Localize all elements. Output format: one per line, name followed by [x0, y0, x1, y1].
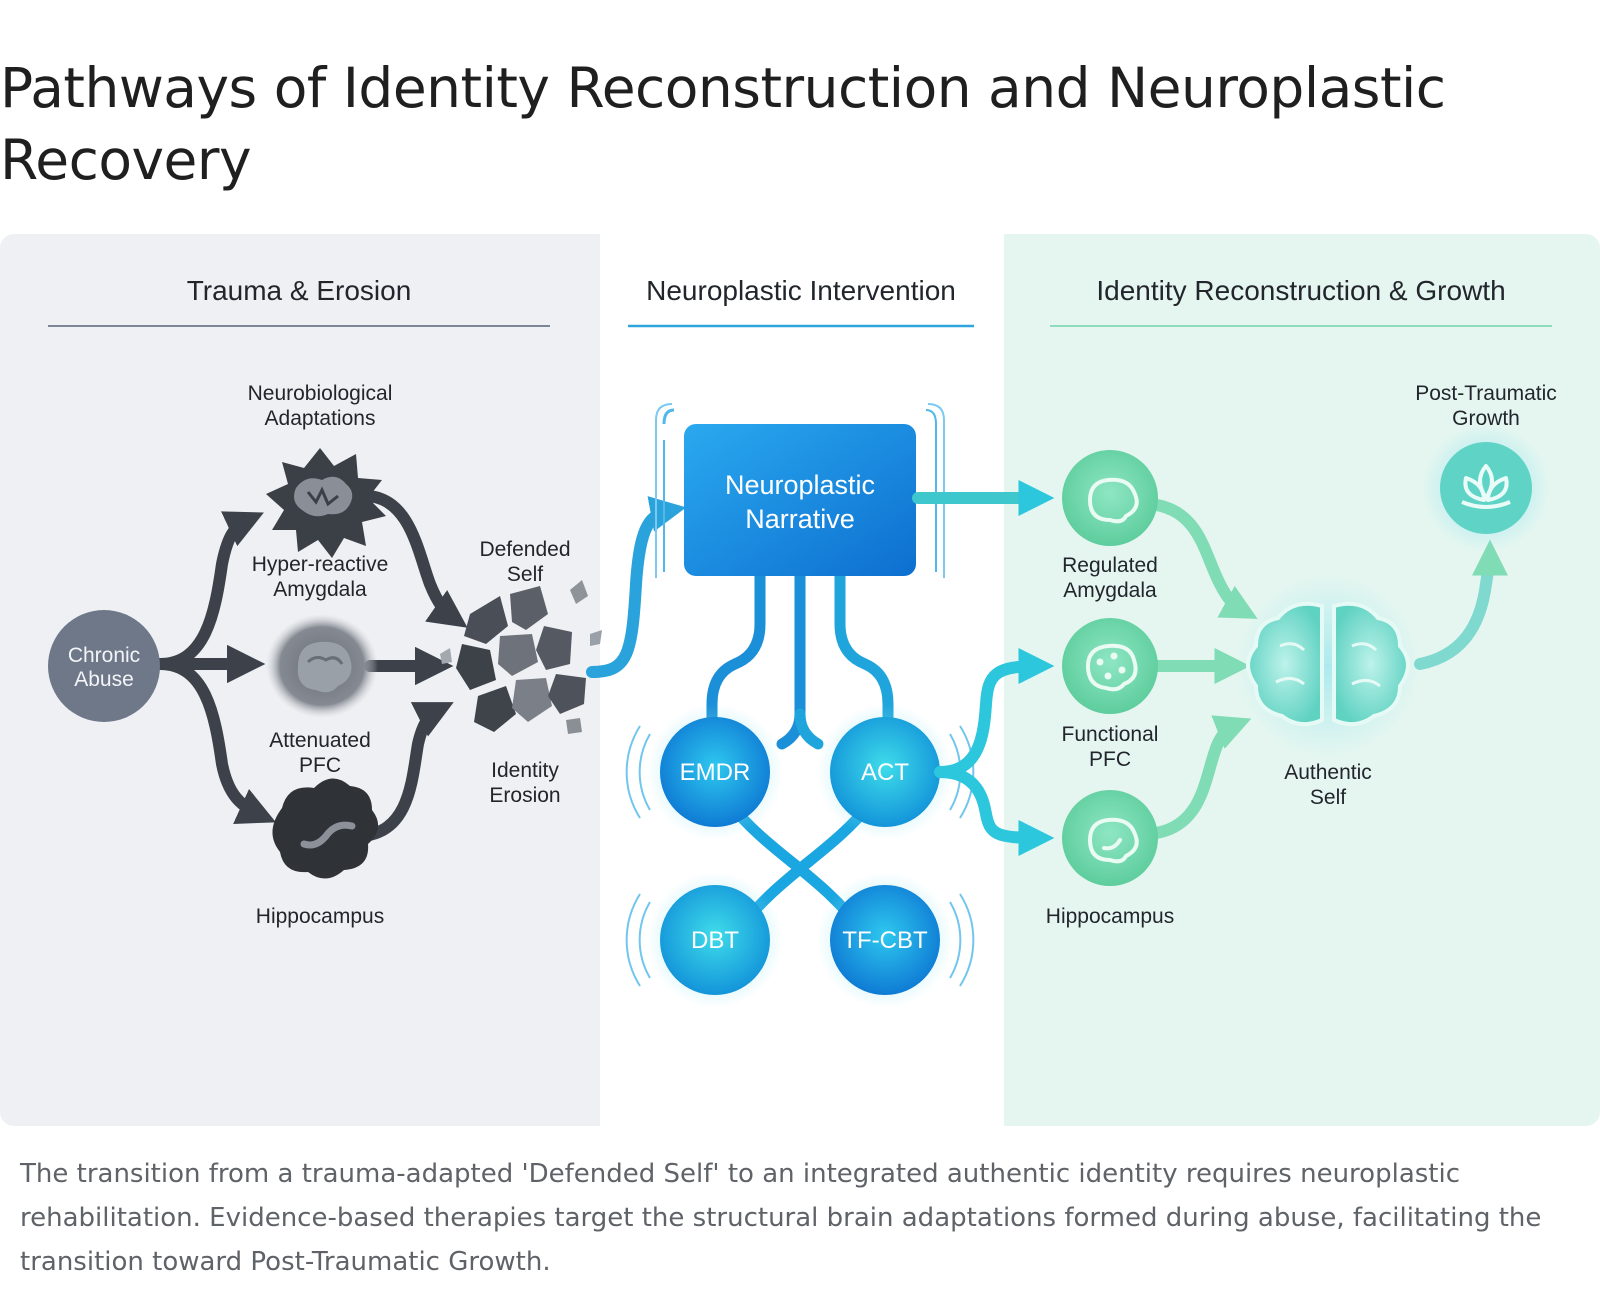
attenuated-pfc-icon [266, 614, 378, 718]
brain-network-icon [1085, 643, 1138, 692]
label-functional-pfc: PFC [1089, 748, 1131, 771]
functional-pfc-node [1062, 618, 1158, 714]
label-hippocampus-left: Hippocampus [256, 905, 384, 928]
label-attenuated: Attenuated [269, 729, 371, 752]
neuroplastic-narrative-node [655, 403, 945, 578]
shattered-identity-icon [440, 580, 602, 734]
section-heading-growth: Identity Reconstruction & Growth [1096, 275, 1505, 306]
therapy-dbt-node [647, 872, 783, 1008]
label-chronic-abuse-2: Abuse [74, 668, 134, 691]
node-chronic-abuse [48, 610, 160, 722]
therapy-emdr-node [647, 704, 783, 840]
growth-arrows [1144, 498, 1508, 840]
label-narrative-1: Neuroplastic [725, 470, 875, 500]
label-tfcbt: TF-CBT [842, 927, 928, 954]
label-authentic: Authentic [1284, 761, 1372, 784]
label-hyper-reactive: Hyper-reactive [252, 553, 389, 576]
label-growth: Growth [1452, 407, 1520, 430]
label-authentic-self: Self [1310, 786, 1346, 809]
brain-icon [1087, 477, 1139, 524]
label-hyper-amygdala: Amygdala [273, 578, 367, 601]
label-neurobiological: Neurobiological [248, 382, 393, 405]
label-regulated: Regulated [1062, 554, 1158, 577]
label-chronic-abuse: Chronic [68, 644, 140, 667]
authentic-self-node [1236, 574, 1420, 758]
lotus-icon [1461, 464, 1511, 509]
label-identity-erosion: Erosion [489, 784, 560, 807]
label-post-traumatic: Post-Traumatic [1415, 382, 1557, 405]
diagram-canvas: Trauma & Erosion Neuroplastic Interventi… [0, 234, 1600, 1126]
section-heading-intervention: Neuroplastic Intervention [646, 275, 956, 306]
section-heading-trauma: Trauma & Erosion [187, 275, 412, 306]
hippocampus-icon [1087, 817, 1139, 864]
therapy-tfcbt-node [817, 872, 953, 1008]
label-regulated-amygdala: Amygdala [1063, 579, 1157, 602]
label-act: ACT [861, 759, 909, 786]
trauma-arrows [154, 490, 468, 842]
hippocampus-damaged-icon [272, 778, 379, 879]
hyper-amygdala-icon [266, 448, 386, 558]
label-defended-self: Self [507, 563, 543, 586]
label-identity: Identity [491, 759, 559, 782]
lotus-growth-node [1422, 424, 1550, 552]
label-hippocampus-right: Hippocampus [1046, 905, 1174, 928]
regulated-amygdala-node [1062, 450, 1158, 546]
therapy-act-node [817, 704, 953, 840]
label-emdr: EMDR [680, 759, 751, 786]
hippocampus-healthy-node [1062, 790, 1158, 886]
page-title: Pathways of Identity Reconstruction and … [0, 56, 1446, 192]
label-attenuated-pfc: PFC [299, 754, 341, 777]
diagram-figure: Trauma & Erosion Neuroplastic Interventi… [0, 234, 1600, 1126]
label-functional: Functional [1062, 723, 1159, 746]
label-adaptations: Adaptations [265, 407, 376, 430]
therapy-ripples [625, 725, 975, 987]
act-branch-arrows [934, 648, 1055, 856]
label-narrative-2: Narrative [745, 504, 855, 534]
label-defended: Defended [479, 538, 570, 561]
arrow-erosion-to-narrative [586, 496, 687, 678]
figure-caption: The transition from a trauma-adapted 'De… [20, 1159, 1542, 1277]
label-dbt: DBT [691, 927, 739, 954]
